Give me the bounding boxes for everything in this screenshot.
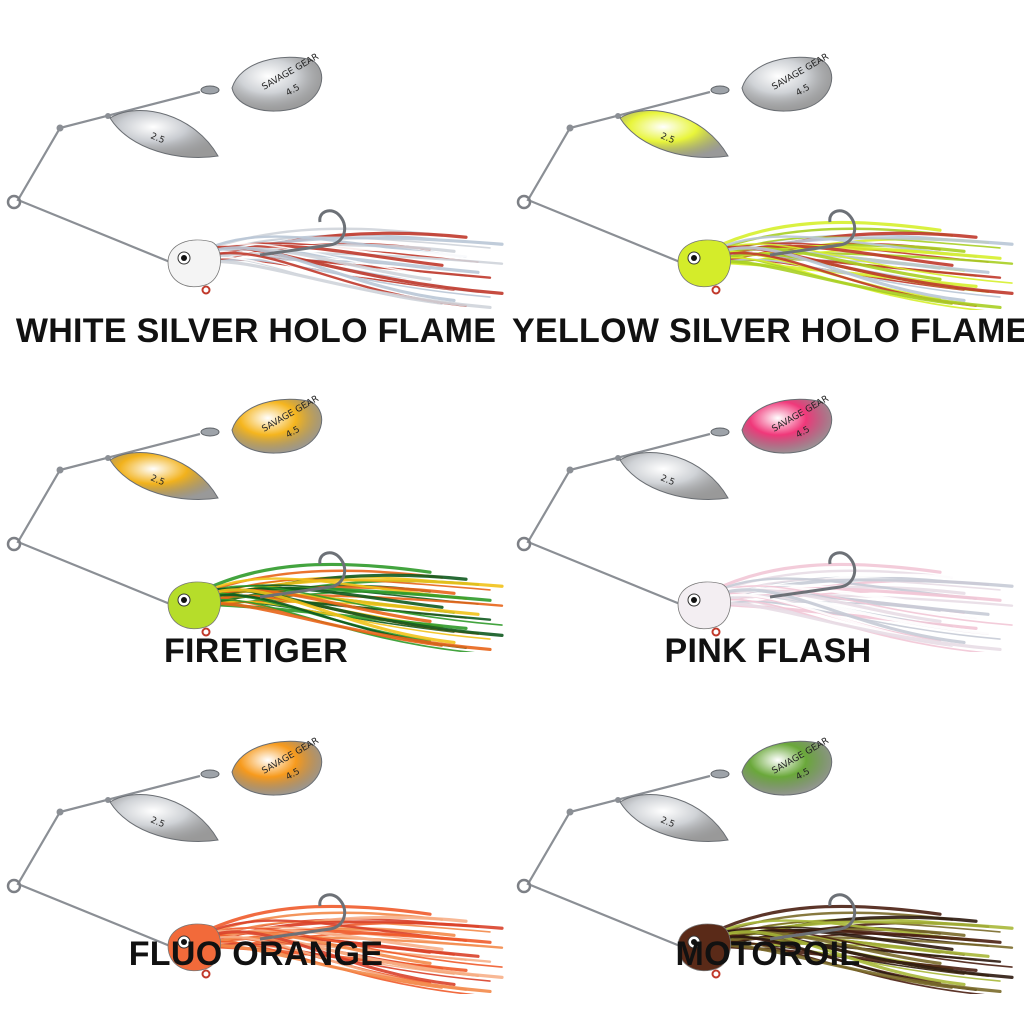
wire-arm — [16, 432, 201, 606]
line-tie-eye — [6, 536, 22, 552]
swivel — [200, 769, 220, 779]
bead — [56, 466, 64, 474]
swivel — [710, 427, 730, 437]
skirt — [198, 562, 504, 652]
front-blade-number: 2.5 — [659, 816, 676, 831]
jig-head — [677, 923, 731, 972]
head-pupil — [181, 597, 187, 603]
head-pupil — [691, 939, 697, 945]
front-blade — [619, 452, 729, 500]
head-pupil — [181, 255, 187, 261]
skirt — [708, 904, 1014, 994]
head-pupil — [691, 255, 697, 261]
swivel — [710, 85, 730, 95]
wire-arm — [16, 90, 201, 264]
hook — [769, 209, 857, 257]
label-motoroil: MOTOROIL — [675, 935, 861, 973]
hook — [259, 209, 347, 257]
jig-head — [167, 923, 221, 972]
weight-keel — [711, 285, 721, 295]
hook — [769, 551, 857, 599]
label-yellow-silver-holo-flame: YELLOW SILVER HOLO FLAME — [512, 312, 1024, 350]
weight-keel — [201, 627, 211, 637]
weight-keel — [711, 627, 721, 637]
bead — [105, 455, 111, 461]
skirt — [708, 220, 1014, 310]
line-tie-eye — [516, 878, 532, 894]
wire-arm — [16, 774, 201, 948]
bead — [56, 124, 64, 132]
label-white-silver-holo-flame: WHITE SILVER HOLO FLAME — [15, 312, 497, 350]
front-blade — [109, 794, 219, 842]
weight-keel — [201, 285, 211, 295]
jig-head — [677, 581, 731, 630]
label-firetiger: FIRETIGER — [163, 632, 349, 670]
line-tie-eye — [6, 194, 22, 210]
front-blade — [619, 794, 729, 842]
rear-blade — [741, 398, 833, 454]
label-fluo-orange: FLUO ORANGE — [128, 935, 384, 973]
swivel — [200, 85, 220, 95]
swivel — [200, 427, 220, 437]
label-pink-flash: PINK FLASH — [664, 632, 872, 670]
bead — [566, 124, 574, 132]
front-blade-number: 2.5 — [659, 474, 676, 489]
hook — [259, 893, 347, 941]
bead — [615, 455, 621, 461]
rear-blade — [231, 398, 323, 454]
rear-blade — [231, 56, 323, 112]
head-pupil — [691, 597, 697, 603]
front-blade — [109, 452, 219, 500]
bead — [105, 797, 111, 803]
front-blade-number: 2.5 — [149, 132, 166, 147]
rear-blade — [741, 56, 833, 112]
line-tie-eye — [6, 878, 22, 894]
jig-head — [677, 239, 731, 288]
swivel — [710, 769, 730, 779]
bead — [615, 797, 621, 803]
front-blade-number: 2.5 — [149, 474, 166, 489]
front-blade-number: 2.5 — [149, 816, 166, 831]
jig-head — [167, 239, 221, 288]
weight-keel — [711, 969, 721, 979]
skirt — [198, 220, 504, 310]
wire-arm — [526, 774, 711, 948]
head-pupil — [181, 939, 187, 945]
jig-head — [167, 581, 221, 630]
skirt — [708, 562, 1014, 652]
wire-arm — [526, 432, 711, 606]
wire-arm — [526, 90, 711, 264]
bead — [56, 808, 64, 816]
line-tie-eye — [516, 536, 532, 552]
front-blade-number: 2.5 — [659, 132, 676, 147]
front-blade — [109, 110, 219, 158]
rear-blade — [231, 740, 323, 796]
bead — [615, 113, 621, 119]
line-tie-eye — [516, 194, 532, 210]
weight-keel — [201, 969, 211, 979]
hook — [259, 551, 347, 599]
hook — [769, 893, 857, 941]
bead — [566, 808, 574, 816]
skirt — [198, 904, 504, 994]
bead — [566, 466, 574, 474]
bead — [105, 113, 111, 119]
front-blade — [619, 110, 729, 158]
rear-blade — [741, 740, 833, 796]
